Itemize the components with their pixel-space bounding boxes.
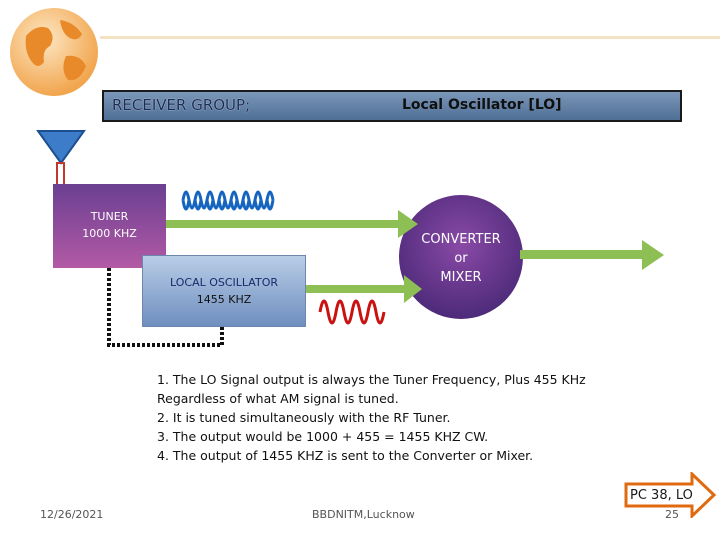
lo-name: LOCAL OSCILLATOR	[170, 276, 278, 289]
lo-frequency: 1455 KHZ	[196, 293, 252, 306]
slide-title: Local Oscillator [LO]	[402, 97, 562, 113]
note-line: 1. The LO Signal output is always the Tu…	[157, 372, 586, 387]
nav-link-button[interactable]: PC 38, LO	[630, 488, 693, 503]
tuner-name: TUNER	[90, 210, 129, 223]
note-line: 4. The output of 1455 KHZ is sent to the…	[157, 448, 534, 463]
footer-institution: BBDNITM,Lucknow	[312, 508, 415, 521]
next-slide-arrow-icon[interactable]	[622, 472, 718, 518]
tuner-block	[53, 184, 166, 268]
mixer-line-1: CONVERTER	[421, 232, 501, 247]
title-bar	[102, 90, 682, 122]
section-title: RECEIVER GROUP;	[112, 96, 251, 114]
antenna-icon	[36, 130, 86, 186]
note-line: 3. The output would be 1000 + 455 = 1455…	[157, 429, 489, 444]
tuner-label: TUNER 1000 KHZ	[53, 208, 166, 242]
header-divider	[100, 36, 720, 39]
mixer-circle	[399, 195, 523, 319]
cw-wave-icon	[318, 299, 386, 325]
local-oscillator-block	[142, 255, 306, 327]
globe-icon	[10, 8, 98, 96]
mixer-label: CONVERTER or MIXER	[401, 230, 521, 287]
tuner-frequency: 1000 KHZ	[82, 227, 137, 240]
am-wave-icon	[181, 190, 275, 211]
footer-date: 12/26/2021	[40, 508, 104, 521]
signal-arrow	[166, 210, 664, 303]
notes-list: 1. The LO Signal output is always the Tu…	[157, 370, 637, 465]
note-line: Regardless of what AM signal is tuned.	[157, 391, 399, 406]
mixer-line-3: MIXER	[440, 270, 482, 285]
page-number: 25	[665, 508, 679, 521]
note-line: 2. It is tuned simultaneously with the R…	[157, 410, 451, 425]
local-oscillator-label: LOCAL OSCILLATOR 1455 KHZ	[142, 274, 306, 308]
mixer-line-2: or	[454, 251, 468, 266]
